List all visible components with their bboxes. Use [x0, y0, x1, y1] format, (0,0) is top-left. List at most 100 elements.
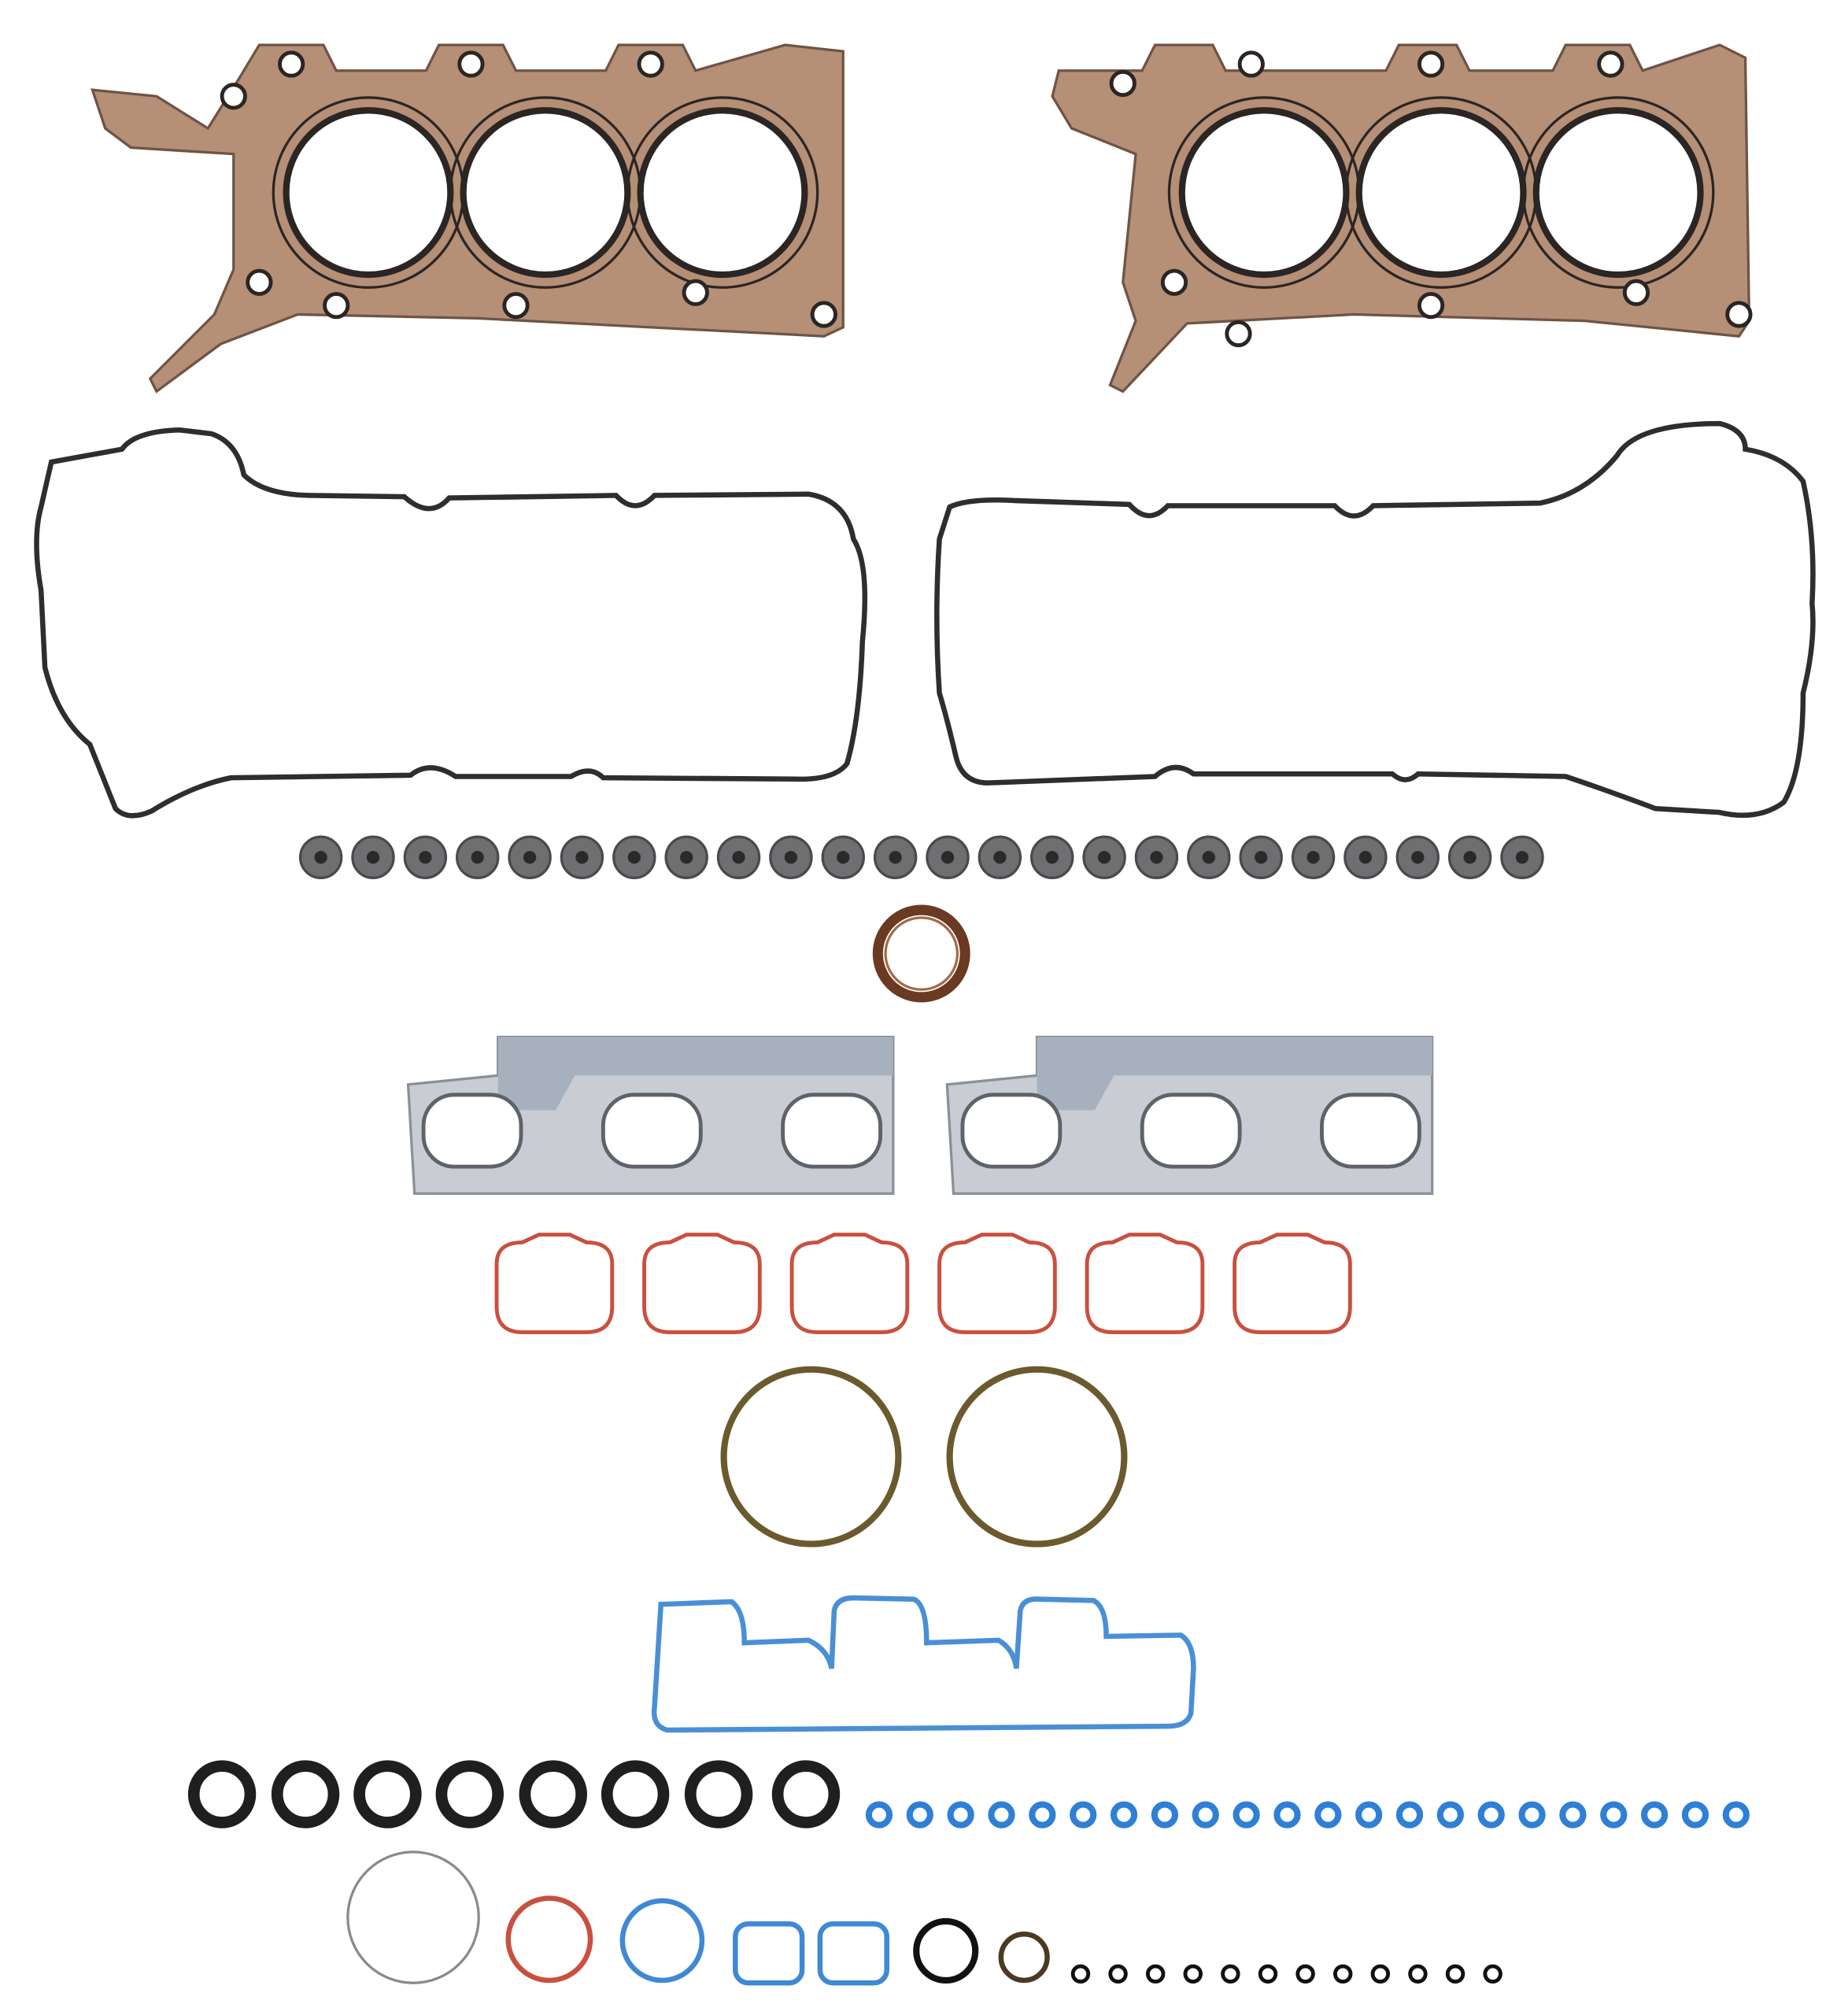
throttle-body-ring-left — [720, 1366, 902, 1547]
intake-port-gasket — [642, 1233, 762, 1334]
bolt-hole — [1237, 50, 1265, 78]
intake-port-gasket — [937, 1233, 1057, 1334]
valve-stem-seal-hole — [941, 851, 955, 864]
blue-oring — [1314, 1801, 1342, 1828]
tiny-black-ring — [1108, 1964, 1128, 1984]
black-oring — [435, 1760, 504, 1828]
valve-stem-seal-hole — [1045, 851, 1059, 864]
bolt-hole — [1109, 69, 1137, 98]
blue-oring — [988, 1801, 1015, 1828]
exhaust-port — [781, 1093, 883, 1169]
valve-stem-seal-hole — [1307, 851, 1320, 864]
tiny-black-ring — [1370, 1964, 1391, 1984]
valve-stem-seal-hole — [419, 851, 432, 864]
black-oring — [684, 1760, 753, 1828]
tiny-black-ring — [1295, 1964, 1315, 1984]
bolt-hole — [637, 50, 664, 78]
tiny-black-ring — [1483, 1964, 1502, 1984]
exhaust-port — [601, 1093, 703, 1169]
blue-square-seal — [817, 1921, 889, 1986]
blue-oring — [1436, 1801, 1464, 1828]
bolt-hole — [682, 279, 709, 306]
intake-plenum-gasket — [651, 1595, 1196, 1733]
bolt-hole — [220, 83, 247, 110]
blue-oring — [1681, 1801, 1709, 1828]
blue-oring — [1640, 1801, 1669, 1828]
cylinder-bore — [1532, 107, 1704, 279]
fire-ring-bead — [626, 96, 819, 289]
blue-oring — [1559, 1801, 1587, 1828]
intake-port-gasket — [494, 1233, 615, 1334]
valve-stem-seal-hole — [1255, 851, 1268, 864]
tiny-black-rings-row — [1070, 1964, 1502, 1984]
bolt-hole — [323, 291, 350, 320]
cylinder-bore — [637, 107, 808, 279]
valve-stem-seal-hole — [680, 851, 693, 864]
bolt-hole — [1417, 50, 1445, 78]
black-oring — [601, 1760, 670, 1828]
cylinder-bore — [1178, 107, 1350, 279]
valve-cover-gasket-right — [934, 420, 1816, 819]
valve-stem-seal-hole — [314, 851, 327, 864]
blue-oring — [1477, 1801, 1505, 1828]
cylinder-bore — [460, 107, 631, 279]
red-seal-ring — [505, 1895, 593, 1984]
blue-oring — [1395, 1801, 1424, 1828]
valve-stem-seal-hole — [1097, 851, 1111, 864]
tiny-black-ring — [1408, 1964, 1428, 1984]
heat-shield — [1037, 1037, 1432, 1111]
black-oring — [519, 1760, 587, 1828]
blue-oring — [1110, 1801, 1138, 1828]
bolt-hole — [502, 291, 530, 320]
black-orings-row — [187, 1760, 841, 1828]
black-seal-ring — [913, 1917, 979, 1984]
blue-oring — [1518, 1801, 1546, 1828]
blue-oring — [947, 1801, 974, 1828]
gray-seal-ring — [346, 1850, 480, 1984]
bolt-hole — [810, 301, 837, 328]
cylinder-bore — [1355, 107, 1527, 279]
exhaust-manifold-gasket-left — [406, 1035, 895, 1196]
valve-stem-seal-hole — [523, 851, 537, 864]
tiny-black-ring — [1070, 1964, 1091, 1984]
valve-stem-seal-hole — [471, 851, 484, 864]
fire-ring-bead — [1521, 96, 1715, 289]
blue-oring — [1355, 1801, 1383, 1828]
bolt-hole — [1225, 320, 1252, 348]
cylinder-head-gasket-right — [1051, 43, 1753, 394]
exhaust-port — [421, 1093, 523, 1169]
heat-shield — [497, 1037, 893, 1111]
blue-orings-row — [865, 1801, 1750, 1828]
valve-stem-seal-hole — [784, 851, 798, 864]
valve-stem-seal-hole — [732, 851, 745, 864]
tiny-black-ring — [1221, 1964, 1240, 1984]
valve-stem-seal-hole — [1150, 851, 1163, 864]
valve-stem-seal-hole — [575, 851, 589, 864]
valve-stem-seal-hole — [1202, 851, 1215, 864]
valve-stem-seal-hole — [889, 851, 902, 864]
valve-stem-seals-row — [298, 835, 1544, 879]
valve-stem-seal-hole — [1515, 851, 1529, 864]
intake-port-gasket — [1233, 1233, 1352, 1334]
exhaust-port — [1140, 1093, 1242, 1169]
tiny-black-ring — [1183, 1964, 1203, 1984]
bolt-hole — [1725, 301, 1753, 328]
throttle-body-ring-right — [946, 1366, 1128, 1547]
tiny-black-ring — [1258, 1964, 1278, 1984]
bolt-hole — [246, 268, 273, 296]
bolt-hole — [1417, 291, 1445, 320]
cylinder-bore — [283, 107, 454, 279]
blue-oring — [1722, 1801, 1750, 1828]
blue-oring — [1192, 1801, 1219, 1828]
black-oring — [271, 1760, 340, 1828]
cylinder-head-gasket-left — [91, 43, 845, 394]
black-oring — [771, 1760, 841, 1828]
blue-oring — [865, 1801, 893, 1828]
intake-port-gasket — [789, 1233, 910, 1334]
black-oring — [353, 1760, 422, 1828]
valve-stem-seal-hole — [366, 851, 380, 864]
bolt-hole — [278, 50, 305, 78]
blue-oring — [1273, 1801, 1301, 1828]
valve-stem-seal-hole — [1411, 851, 1425, 864]
